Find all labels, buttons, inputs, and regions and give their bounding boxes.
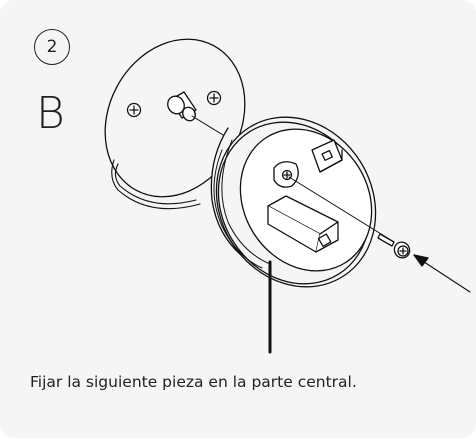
plate-screw-icon-left xyxy=(126,102,142,118)
step-number-badge: 2 xyxy=(34,29,70,65)
arrow-icon xyxy=(413,254,471,293)
inner-upper-block xyxy=(311,139,343,173)
inner-screw-hole-icon xyxy=(273,161,299,188)
screw-icon xyxy=(377,233,411,259)
inner-lower-block xyxy=(267,195,339,253)
assembly-illustration xyxy=(104,38,471,354)
step-number: 2 xyxy=(46,37,58,57)
instruction-caption: Fijar la siguiente pieza en la parte cen… xyxy=(30,373,357,391)
variant-label: B xyxy=(36,88,65,139)
center-post-icon xyxy=(167,91,197,122)
plate-screw-icon-right xyxy=(206,90,222,106)
